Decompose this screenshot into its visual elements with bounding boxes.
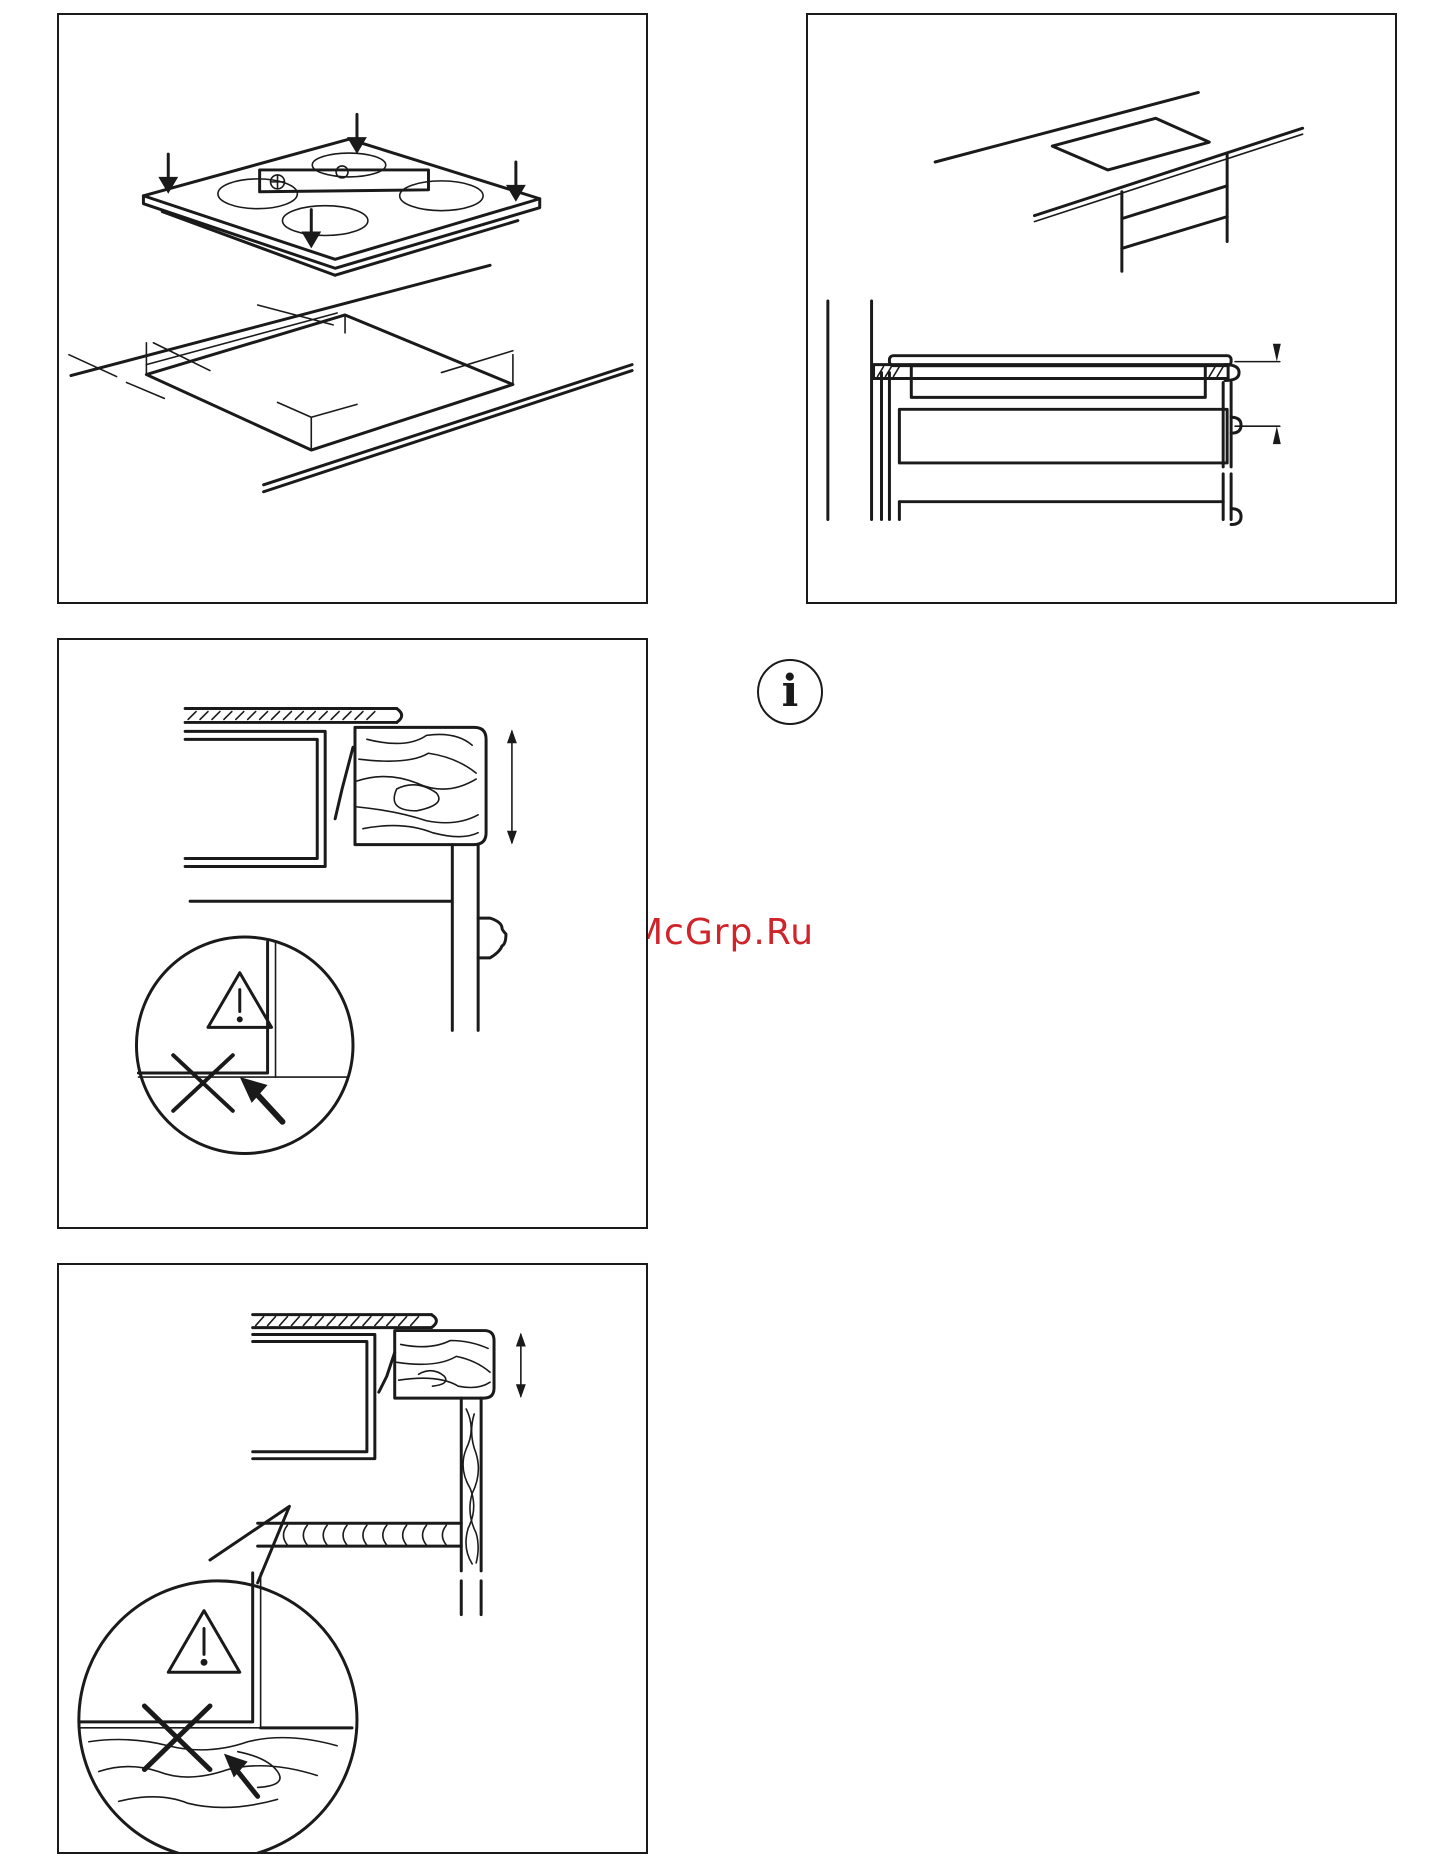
warning-icon: [208, 973, 272, 1028]
warning-icon: [168, 1611, 240, 1673]
figure-shelf-clearance: [57, 1263, 648, 1854]
prohibited-x-icon: [144, 1706, 210, 1770]
figure-hob-placement: [57, 13, 648, 604]
hob-installation-illustration: [59, 15, 646, 602]
shelf-warning-illustration: [59, 1265, 646, 1852]
cooking-zone: [400, 181, 483, 211]
worktop-cutout: [146, 315, 513, 450]
hob-plate: [143, 139, 539, 259]
drawer-knob: [478, 918, 506, 958]
down-arrow-icon: [506, 162, 526, 202]
pointer-arrow-icon: [240, 1077, 283, 1122]
figure-hob-cross-section: [806, 13, 1397, 604]
detail-magnifier: [79, 1581, 357, 1852]
hob-body: [911, 366, 1205, 398]
info-icon: i: [757, 659, 823, 725]
clearance-warning-illustration: [59, 640, 646, 1227]
figure-drawer-clearance: [57, 638, 648, 1229]
prohibited-x-icon: [173, 1055, 233, 1111]
watermark-text: McGrp.Ru: [632, 912, 814, 953]
hob-section-illustration: [808, 15, 1395, 602]
pointer-arrow-icon: [224, 1754, 258, 1797]
cooking-zone: [312, 153, 385, 177]
drawer: [899, 409, 1227, 463]
cooking-zone: [282, 206, 367, 236]
detail-magnifier: [136, 937, 353, 1154]
down-arrow-icon: [301, 210, 321, 249]
down-arrow-icon: [347, 114, 367, 154]
cooking-zone: [218, 179, 297, 209]
info-glyph: i: [759, 667, 821, 717]
